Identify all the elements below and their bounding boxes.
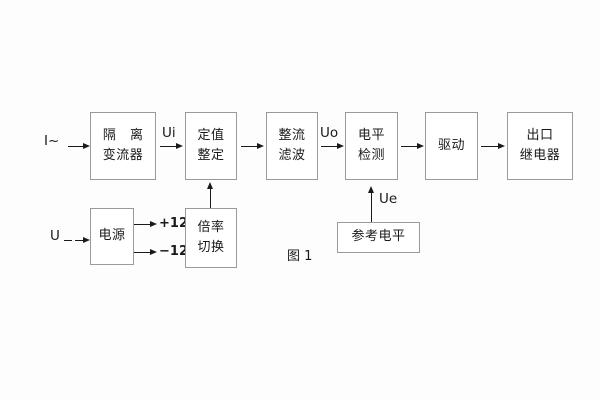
level-to-drive-arrowhead (417, 142, 424, 149)
current-input-line (68, 146, 84, 147)
voltage-input-arrowhead (83, 236, 90, 243)
block-rectifier-filter-line2: 滤波 (278, 148, 306, 163)
block-reference-level[interactable]: 参考电平 (337, 222, 420, 253)
rail-positive-line (134, 224, 151, 225)
block-drive[interactable]: 驱动 (425, 112, 478, 180)
current-input-arrowhead (83, 142, 90, 149)
level-to-drive-line (401, 146, 418, 147)
signal-ue-label: Ue (379, 191, 398, 207)
block-multiplier-switch[interactable]: 倍率 切换 (185, 208, 237, 268)
signal-uo-label: Uo (320, 125, 339, 141)
drive-to-relay-arrowhead (498, 142, 505, 149)
reference-to-level-line (371, 192, 372, 222)
voltage-input-label: U (50, 228, 60, 244)
drive-to-relay-line (481, 146, 499, 147)
block-multiplier-switch-line2: 切换 (197, 240, 225, 255)
block-reference-level-line1: 参考电平 (351, 229, 406, 245)
block-rectifier-filter[interactable]: 整流 滤波 (266, 112, 318, 180)
rail-negative-line (134, 252, 151, 253)
setting-to-rectifier-arrowhead (257, 142, 264, 149)
block-level-detection-line2: 检测 (357, 148, 385, 163)
current-input-label: I~ (44, 133, 60, 149)
reference-to-level-arrowhead (367, 186, 374, 193)
ui-connector-line (160, 146, 177, 147)
block-isolation-transformer-line1: 隔 离 (102, 127, 149, 143)
rail-negative-arrowhead (150, 248, 157, 255)
uo-connector-arrowhead (337, 142, 344, 149)
signal-ui-label: Ui (162, 125, 176, 141)
block-setting-adjustment-line2: 整定 (197, 148, 225, 163)
block-multiplier-switch-line1: 倍率 (197, 219, 225, 235)
block-isolation-transformer[interactable]: 隔 离 变流器 (90, 112, 156, 180)
block-level-detection[interactable]: 电平 检测 (345, 112, 398, 180)
block-power-supply-line1: 电源 (98, 228, 126, 244)
figure-caption: 图 1 (287, 249, 313, 264)
block-setting-adjustment-line1: 定值 (197, 127, 225, 143)
block-isolation-transformer-line2: 变流器 (102, 148, 144, 163)
uo-connector-line (321, 146, 338, 147)
block-drive-line1: 驱动 (437, 137, 465, 153)
block-level-detection-line1: 电平 (357, 127, 385, 143)
multiplier-to-setting-line (210, 188, 211, 208)
ui-connector-arrowhead (176, 142, 183, 149)
multiplier-to-setting-arrowhead (206, 182, 213, 189)
block-rectifier-filter-line1: 整流 (278, 127, 306, 143)
voltage-input-line (75, 240, 84, 241)
block-setting-adjustment[interactable]: 定值 整定 (185, 112, 237, 180)
block-output-relay[interactable]: 出口 继电器 (507, 112, 573, 180)
rail-positive-arrowhead (150, 220, 157, 227)
setting-to-rectifier-line (241, 146, 258, 147)
block-output-relay-line1: 出口 (526, 127, 554, 143)
voltage-input-dash (64, 240, 72, 241)
block-output-relay-line2: 继电器 (519, 148, 561, 163)
block-power-supply[interactable]: 电源 (90, 208, 134, 265)
